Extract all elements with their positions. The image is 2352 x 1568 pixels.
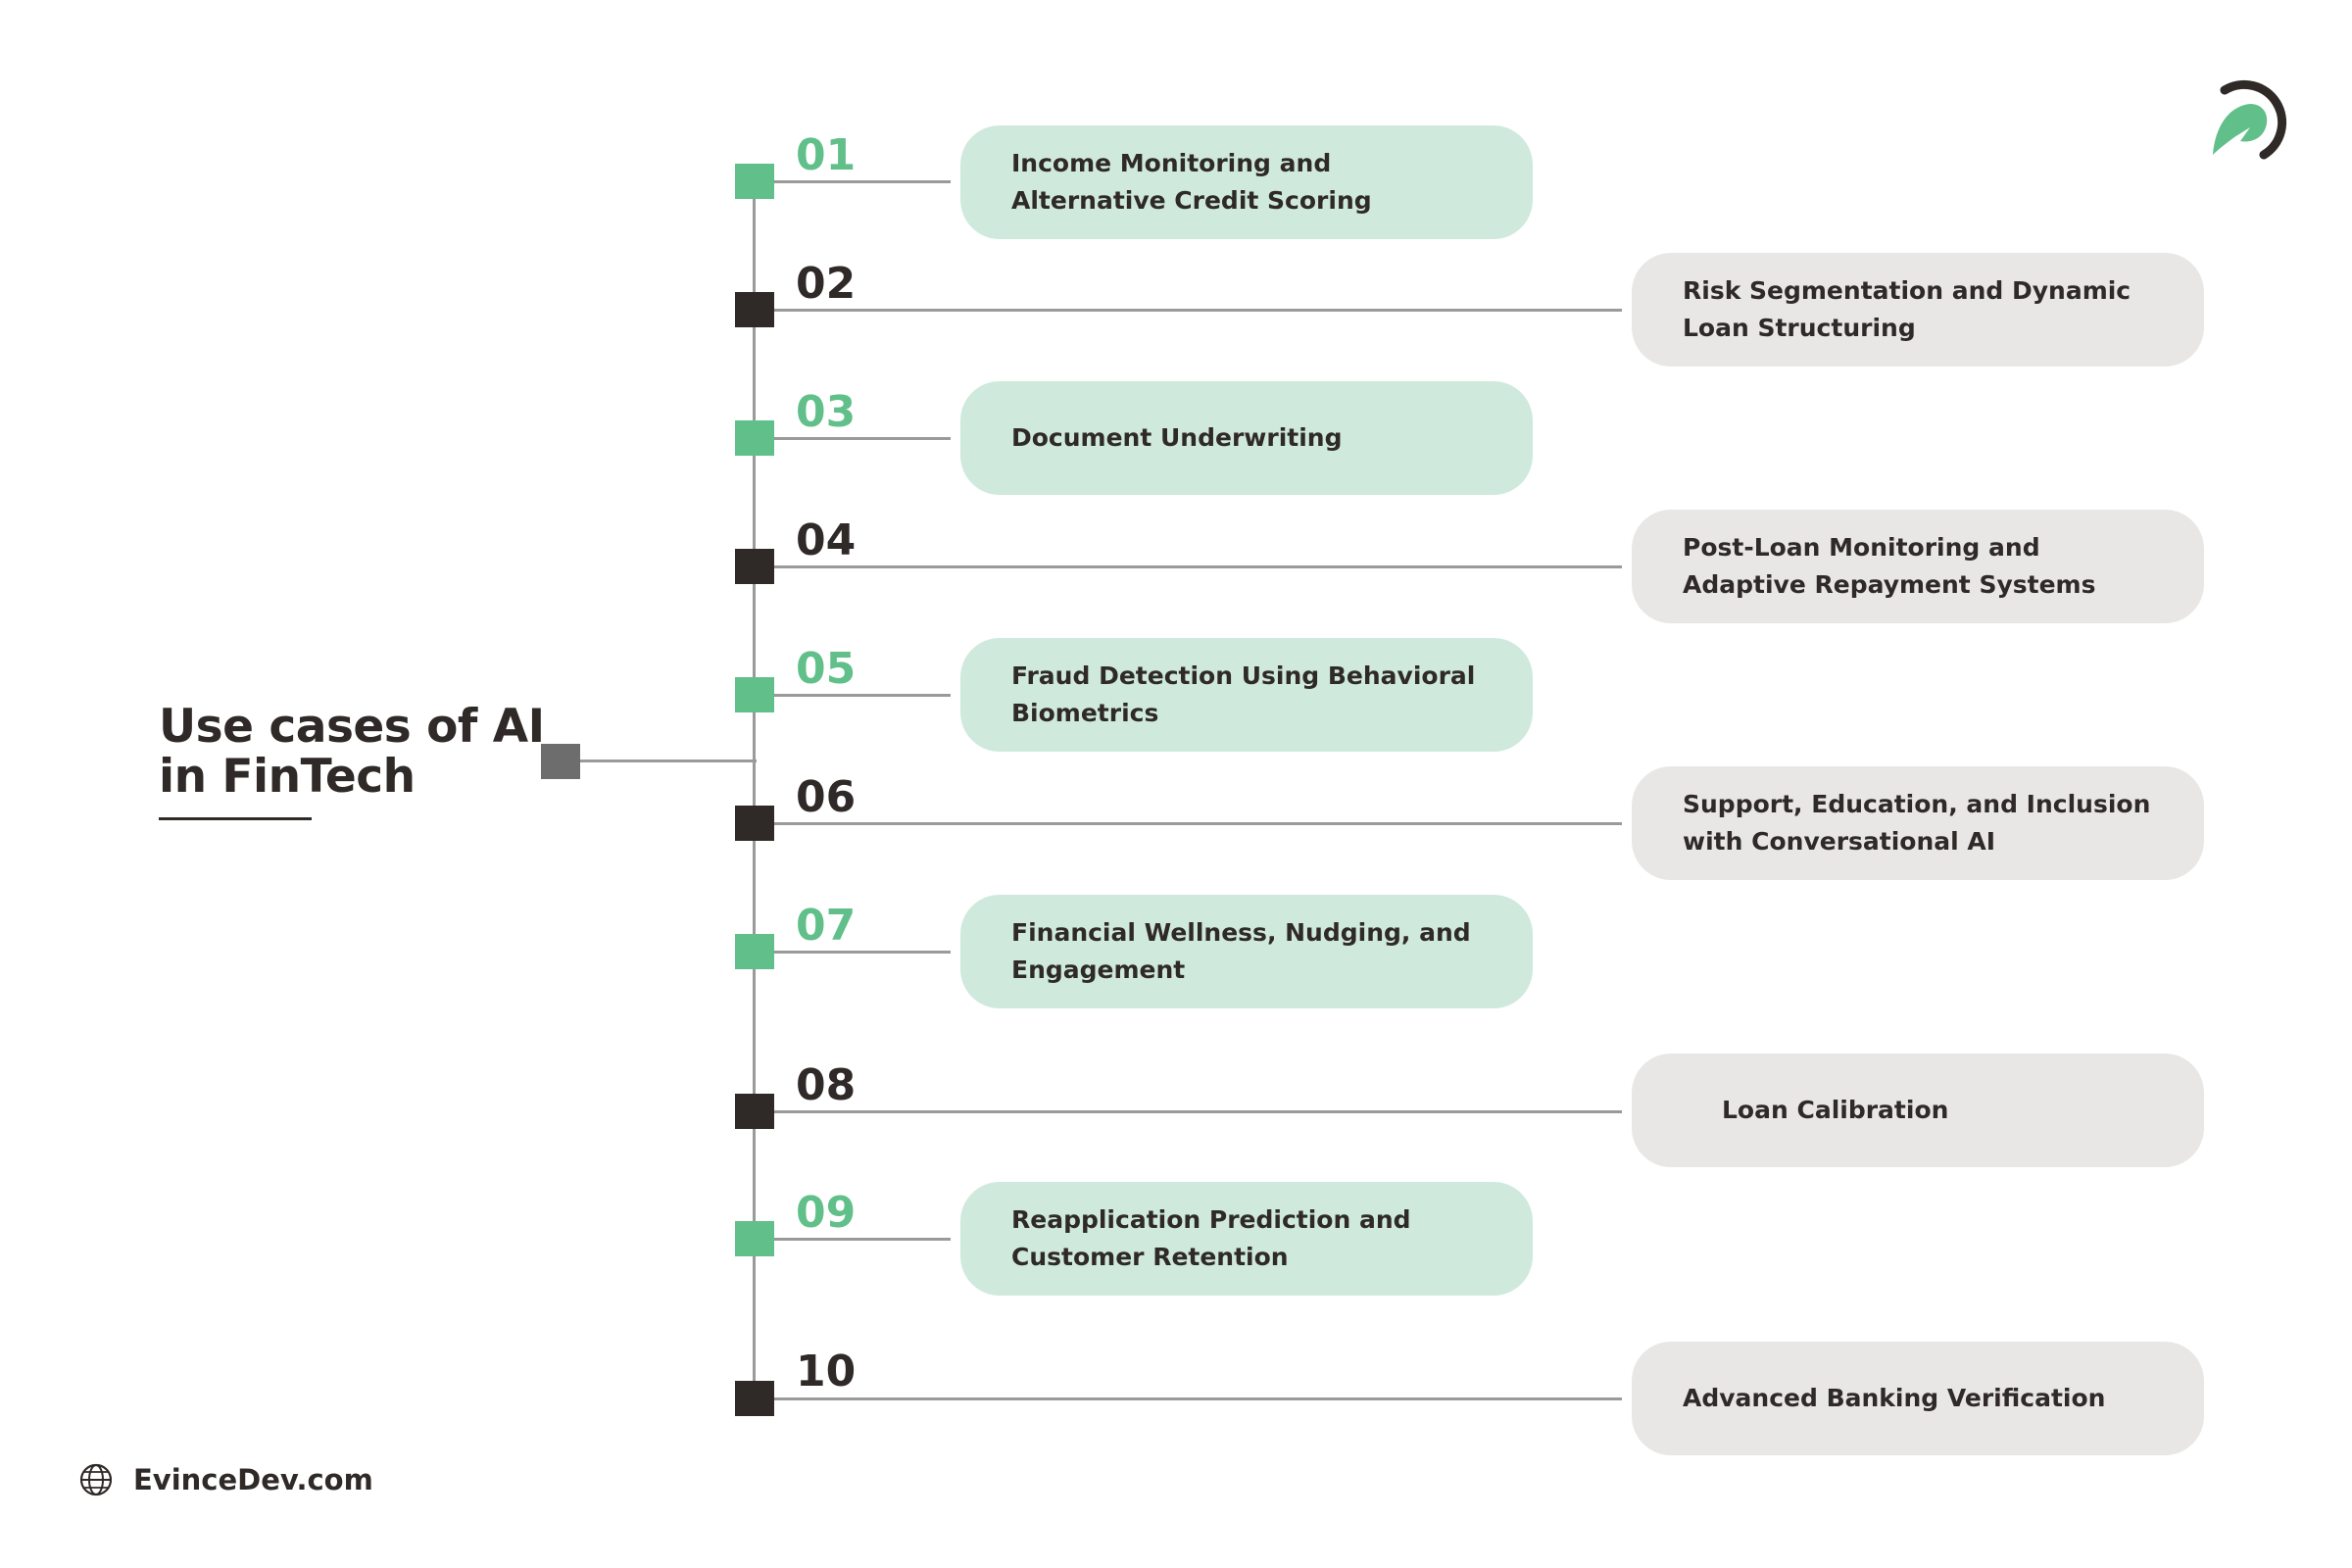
- item-number-10: 10: [796, 1347, 857, 1396]
- use-case-label-10: Advanced Banking Verification: [1683, 1384, 2106, 1412]
- connector-10: [774, 1397, 1622, 1400]
- use-case-card-04: Post-Loan Monitoring and Adaptive Repaym…: [1632, 510, 2204, 623]
- diagram-title: Use cases of AI in FinTech: [159, 702, 545, 802]
- item-number-05: 05: [796, 644, 857, 694]
- timeline-spine: [753, 181, 756, 1404]
- use-case-card-08: Loan Calibration: [1632, 1054, 2204, 1167]
- node-03: [735, 420, 774, 456]
- title-line-1: Use cases of AI: [159, 700, 545, 754]
- use-case-card-07: Financial Wellness, Nudging, and Engagem…: [960, 895, 1533, 1008]
- connector-09: [774, 1238, 951, 1241]
- use-case-label-07: Financial Wellness, Nudging, and Engagem…: [1011, 918, 1471, 984]
- globe-icon: [79, 1463, 113, 1496]
- node-04: [735, 549, 774, 584]
- title-line-2: in FinTech: [159, 750, 416, 804]
- item-number-02: 02: [796, 259, 857, 309]
- item-number-09: 09: [796, 1188, 857, 1238]
- use-case-card-03: Document Underwriting: [960, 381, 1533, 495]
- node-01: [735, 164, 774, 199]
- use-case-label-03: Document Underwriting: [1011, 423, 1343, 452]
- use-case-label-08: Loan Calibration: [1722, 1096, 1949, 1124]
- brand-logo-icon: [2213, 79, 2287, 160]
- node-08: [735, 1094, 774, 1129]
- node-09: [735, 1221, 774, 1256]
- node-10: [735, 1381, 774, 1416]
- connector-02: [774, 309, 1622, 312]
- use-case-card-09: Reapplication Prediction and Customer Re…: [960, 1182, 1533, 1296]
- website-link[interactable]: EvinceDev.com: [133, 1463, 373, 1496]
- connector-07: [774, 951, 951, 954]
- footer: EvinceDev.com: [78, 1462, 373, 1497]
- node-05: [735, 677, 774, 712]
- item-number-06: 06: [796, 772, 857, 822]
- use-case-label-09: Reapplication Prediction and Customer Re…: [1011, 1205, 1411, 1271]
- node-07: [735, 934, 774, 969]
- item-number-01: 01: [796, 130, 857, 180]
- connector-08: [774, 1110, 1622, 1113]
- connector-03: [774, 437, 951, 440]
- use-case-label-04: Post-Loan Monitoring and Adaptive Repaym…: [1683, 533, 2096, 599]
- connector-01: [774, 180, 951, 183]
- use-case-card-01: Income Monitoring and Alternative Credit…: [960, 125, 1533, 239]
- use-case-label-02: Risk Segmentation and Dynamic Loan Struc…: [1683, 276, 2132, 342]
- use-case-card-05: Fraud Detection Using Behavioral Biometr…: [960, 638, 1533, 752]
- use-case-card-02: Risk Segmentation and Dynamic Loan Struc…: [1632, 253, 2204, 367]
- root-node: [541, 744, 580, 779]
- use-case-label-05: Fraud Detection Using Behavioral Biometr…: [1011, 662, 1476, 727]
- use-case-label-06: Support, Education, and Inclusion with C…: [1683, 790, 2151, 856]
- title-underline: [159, 817, 312, 820]
- use-case-label-01: Income Monitoring and Alternative Credit…: [1011, 149, 1372, 215]
- use-case-card-10: Advanced Banking Verification: [1632, 1342, 2204, 1455]
- connector-04: [774, 565, 1622, 568]
- item-number-07: 07: [796, 901, 857, 951]
- node-06: [735, 806, 774, 841]
- node-02: [735, 292, 774, 327]
- item-number-03: 03: [796, 387, 857, 437]
- connector-05: [774, 694, 951, 697]
- use-case-card-06: Support, Education, and Inclusion with C…: [1632, 766, 2204, 880]
- item-number-04: 04: [796, 515, 857, 565]
- connector-06: [774, 822, 1622, 825]
- root-connector: [580, 760, 757, 762]
- item-number-08: 08: [796, 1060, 857, 1110]
